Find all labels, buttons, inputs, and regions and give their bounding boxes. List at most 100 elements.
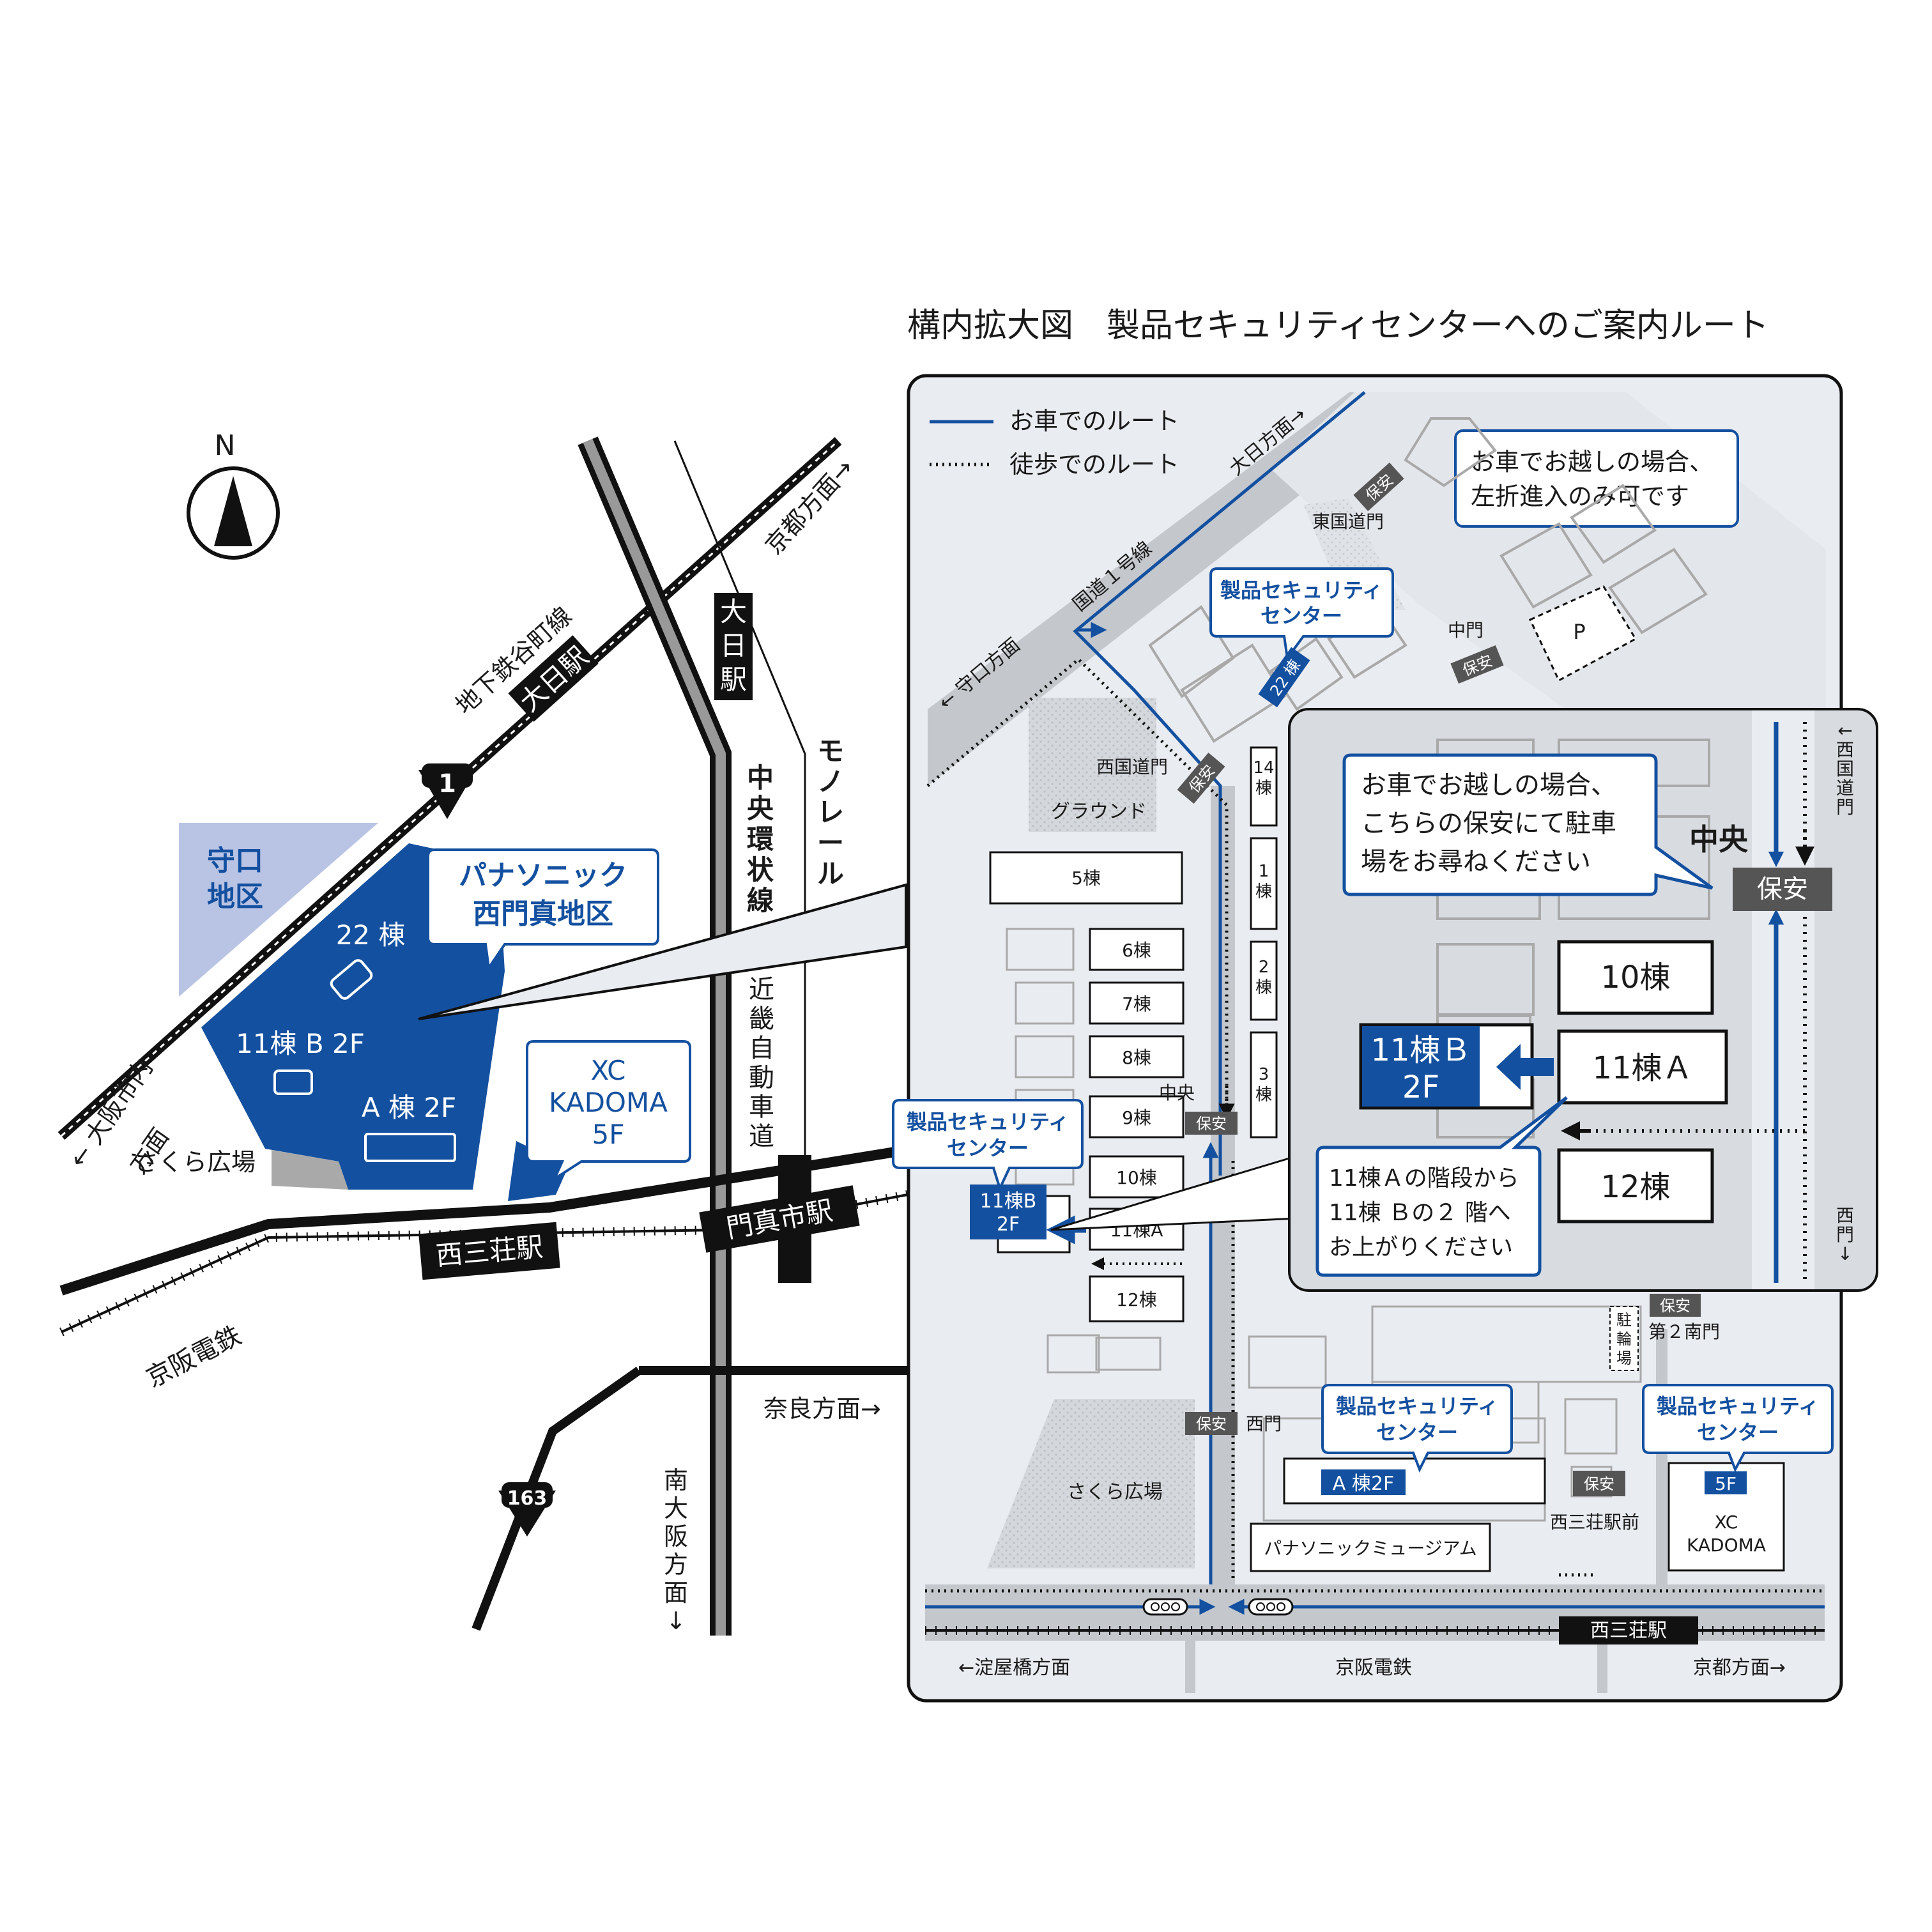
svg-text:11棟Ａ: 11棟Ａ [1592, 1050, 1692, 1086]
svg-text:11棟Ａの階段から: 11棟Ａの階段から [1329, 1165, 1519, 1192]
xc-kadoma-callout: XC KADOMA 5F [526, 1040, 691, 1183]
building-14: 14 棟 [1250, 746, 1278, 827]
ground-label: グラウンド [1051, 801, 1147, 823]
center-guard-detail: 保安 [1733, 868, 1832, 911]
svg-text:門: 門 [1836, 797, 1854, 818]
svg-text:お車でお越しの場合、: お車でお越しの場合、 [1361, 770, 1616, 800]
stairs-notice-callout: 11棟Ａの階段から 11棟 Ｂの２ 階へ お上がりください [1315, 1096, 1568, 1277]
svg-text:方: 方 [664, 1551, 688, 1579]
svg-text:環: 環 [747, 824, 774, 855]
route-1-shield: 1 [418, 763, 476, 819]
svg-text:11棟 Ｂの２ 階へ: 11棟 Ｂの２ 階へ [1329, 1200, 1511, 1226]
detail-panel: ← 西 国 道 門 西 門 ↓ 中央 保安 10棟 11棟Ａ 12棟 [1288, 708, 1878, 1292]
minami-osaka-direction: 南 大 阪 方 面 ↓ [664, 1466, 688, 1635]
keihan-label: 京阪電鉄 [142, 1321, 246, 1393]
svg-text:12棟: 12棟 [1116, 1289, 1157, 1310]
svg-text:9棟: 9棟 [1122, 1107, 1151, 1128]
route-arrow-icon [1496, 1044, 1554, 1090]
svg-text:センター: センター [1376, 1420, 1458, 1445]
svg-text:製品セキュリティ: 製品セキュリティ [1657, 1394, 1819, 1418]
xc-area [508, 1141, 569, 1201]
building-2: 2 棟 [1250, 940, 1278, 1021]
sakura-area-inset [987, 1399, 1195, 1568]
building-9: 9棟 [1089, 1095, 1184, 1138]
zoom-wedge [418, 883, 907, 1020]
moriguchi-label-1: 守口 [207, 845, 263, 877]
building-5: 5棟 [989, 851, 1183, 905]
svg-text:11棟Ｂ: 11棟Ｂ [1370, 1032, 1471, 1068]
left-turn-notice: お車でお越しの場合、 左折進入のみ可です [1454, 429, 1739, 528]
svg-text:駐: 駐 [1616, 1311, 1632, 1329]
walk-route-inset [926, 657, 1229, 1123]
west-kokudo-gate-label: 西国道門 [1096, 756, 1168, 778]
svg-text:近: 近 [749, 975, 774, 1004]
building-7: 7棟 [1089, 981, 1184, 1025]
svg-text:ル: ル [817, 858, 844, 889]
svg-text:棟: 棟 [1255, 978, 1272, 997]
svg-text:2F: 2F [997, 1213, 1020, 1236]
svg-text:輪: 輪 [1616, 1330, 1632, 1348]
car-route-inset [1073, 391, 1366, 1176]
svg-text:面: 面 [664, 1579, 688, 1607]
xc-kadoma-inset: 5F XC KADOMA [1667, 1462, 1785, 1572]
parking-label: P [1573, 620, 1585, 644]
svg-text:保安: 保安 [1196, 1115, 1227, 1133]
svg-text:センター: センター [947, 1136, 1029, 1160]
svg-text:KADOMA: KADOMA [549, 1087, 668, 1118]
svg-text:棟: 棟 [1255, 882, 1272, 901]
svg-text:西: 西 [1836, 739, 1854, 760]
sakura-label: さくら広場 [134, 1148, 256, 1176]
west-gate-guard: 保安 [1185, 1412, 1238, 1435]
svg-text:こちらの保安にて駐車: こちらの保安にて駐車 [1361, 809, 1616, 838]
svg-text:大: 大 [664, 1494, 688, 1522]
svg-text:14: 14 [1253, 758, 1274, 778]
svg-text:自: 自 [749, 1034, 774, 1063]
moriguchi-label-2: 地区 [207, 880, 263, 913]
svg-text:駅: 駅 [720, 664, 747, 695]
svg-text:場: 場 [1616, 1349, 1632, 1367]
parking-notice-callout: お車でお越しの場合、 こちらの保安にて駐車 場をお尋ねください [1342, 753, 1713, 896]
svg-text:西: 西 [1836, 1205, 1854, 1226]
svg-text:央: 央 [747, 793, 774, 824]
svg-text:パナソニック: パナソニック [459, 859, 627, 892]
svg-text:お上がりください: お上がりください [1329, 1234, 1513, 1261]
svg-text:12棟: 12棟 [1600, 1169, 1670, 1205]
svg-text:動: 動 [749, 1063, 774, 1092]
legend-walk: 徒歩でのルート [1009, 450, 1179, 479]
overview-map: N 守口 地区 1 [57, 429, 908, 1636]
kyoto-direction-inset: 京都方面→ [1693, 1657, 1786, 1679]
keihan-inset: 京阪電鉄 [1335, 1657, 1412, 1679]
svg-text:モ: モ [817, 735, 844, 767]
train-icon [1142, 1598, 1294, 1616]
svg-text:畿: 畿 [749, 1004, 774, 1034]
station-front-guard: 保安 [1573, 1471, 1625, 1496]
compass: N [187, 429, 280, 560]
svg-text:製品セキュリティ: 製品セキュリティ [1220, 578, 1383, 602]
building-6: 6棟 [1089, 928, 1184, 971]
svg-text:門: 門 [1836, 1224, 1854, 1245]
kadoma-station: 門真市駅 [699, 1185, 860, 1253]
security-center-callout-22: 製品セキュリティ センター [1209, 567, 1394, 662]
dainichi-monorail-station: 大 日 駅 [714, 593, 753, 700]
svg-text:ノ: ノ [817, 766, 844, 797]
campus-inset: グラウンド さくら広場 お車でのルート 徒歩でのルート お車でお越しの場合、 左… [892, 374, 1843, 1703]
legend-car: お車でのルート [1009, 407, 1179, 435]
building-a-inset: A 棟2F [1283, 1457, 1546, 1505]
security-center-callout-11b: 製品セキュリティ センター [892, 1099, 1084, 1192]
bicycle-parking: 駐 輪 場 [1609, 1306, 1639, 1371]
west-kokudo-gate-detail: ← 西 国 道 門 [1836, 720, 1854, 818]
svg-text:道: 道 [1836, 778, 1854, 799]
building-11b-label: 11棟 B 2F [236, 1028, 365, 1059]
expressway-label: 近 畿 自 動 車 道 [749, 975, 774, 1151]
sakura-area [272, 1150, 348, 1190]
east-gate-label: 東国道門 [1312, 511, 1384, 532]
west-gate-detail: 西 門 ↓ [1836, 1205, 1854, 1264]
second-south-gate-label: 第２南門 [1648, 1321, 1720, 1342]
building-11b-inset[interactable]: 11棟B 2F [970, 1184, 1046, 1239]
svg-text:日: 日 [720, 630, 747, 661]
svg-text:8棟: 8棟 [1122, 1047, 1151, 1068]
building-10-detail: 10棟 [1557, 940, 1714, 1015]
svg-text:2F: 2F [1402, 1070, 1439, 1105]
svg-text:10棟: 10棟 [1116, 1167, 1157, 1188]
